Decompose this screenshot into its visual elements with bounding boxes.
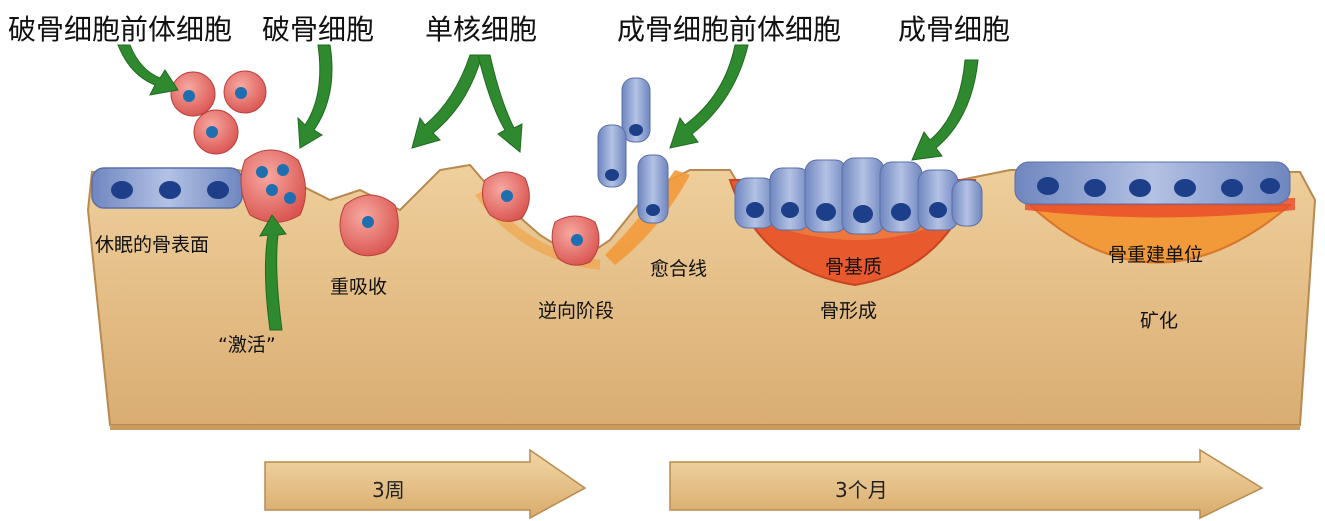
activated-osteoclast (241, 150, 306, 223)
label-reversal: 逆向阶段 (538, 296, 614, 323)
label-cement-line: 愈合线 (650, 254, 707, 281)
header-osteoblast-precursor: 成骨细胞前体细胞 (617, 8, 841, 48)
arrow-osteoclast-icon (298, 45, 332, 148)
timeline-arrow-long (670, 450, 1262, 518)
arrow-monocyte-left-icon (412, 55, 482, 148)
arrow-osteoblast-icon (912, 60, 978, 160)
label-osteoid: 骨基质 (825, 252, 882, 279)
arrow-precursor-icon (118, 45, 178, 95)
header-monocyte: 单核细胞 (425, 8, 537, 48)
label-resting-surface: 休眠的骨表面 (95, 230, 209, 257)
arrow-monocyte-right-icon (478, 55, 522, 152)
label-resorption: 重吸收 (330, 272, 387, 299)
timeline-long-label: 3个月 (835, 474, 888, 503)
label-activation: “激活” (218, 330, 276, 357)
osteoclast-precursors (171, 71, 266, 154)
header-osteoclast-precursor: 破骨细胞前体细胞 (8, 8, 232, 48)
resorbing-osteoclast (340, 195, 398, 256)
label-formation: 骨形成 (820, 296, 877, 323)
resting-lining-cells (92, 168, 242, 208)
osteoblast-layer (735, 158, 982, 234)
timeline-arrow-short (265, 450, 585, 518)
arrow-ob-precursor-icon (670, 45, 748, 148)
header-osteoblast: 成骨细胞 (898, 8, 1010, 48)
osteoblast-precursors (598, 78, 668, 223)
label-remodeling-unit: 骨重建单位 (1108, 240, 1203, 267)
timeline-short-label: 3周 (372, 474, 405, 503)
header-osteoclast: 破骨细胞 (262, 8, 374, 48)
label-mineralization: 矿化 (1140, 306, 1178, 333)
lining-cells-right (1015, 162, 1290, 204)
